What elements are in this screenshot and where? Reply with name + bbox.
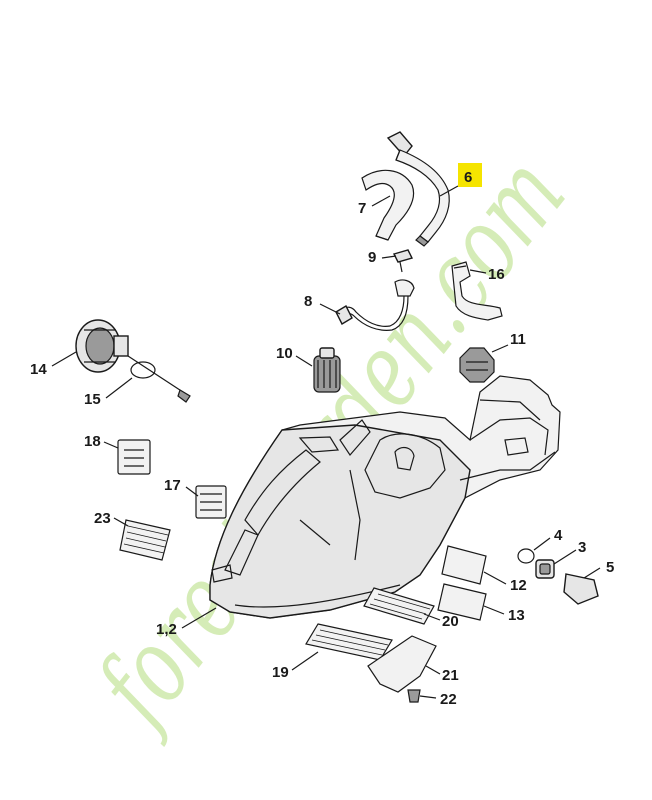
callout-17: 17: [164, 477, 181, 494]
plate-19: [305, 623, 393, 661]
callout-10: 10: [276, 345, 293, 362]
callout-7: 7: [358, 200, 366, 217]
callout-6: 6: [464, 169, 472, 186]
callout-13: 13: [508, 607, 525, 624]
callout-5: 5: [606, 559, 614, 576]
bracket-21: [367, 635, 437, 693]
callout-12: 12: [510, 577, 527, 594]
bracket-16: [451, 261, 503, 321]
callout-8: 8: [304, 293, 312, 310]
oil-hose-15: [127, 355, 191, 403]
fitting-9: [392, 249, 414, 273]
suction-hose-6: [386, 131, 450, 247]
callouts: 6 7 9 16 8 11 10 14 15 18 17 23 4 3 5 12…: [30, 163, 614, 708]
callout-3: 3: [578, 539, 586, 556]
plate-12: [441, 545, 487, 585]
label-17: [195, 485, 227, 519]
callout-14: 14: [30, 361, 47, 378]
callout-6-highlight: [458, 163, 482, 187]
valve-3: [535, 559, 555, 579]
callout-21: 21: [442, 667, 459, 684]
callout-22: 22: [440, 691, 457, 708]
callout-20: 20: [442, 613, 459, 630]
fuel-line-8: [335, 279, 415, 331]
oil-pump-14: [75, 319, 129, 373]
callout-11: 11: [510, 331, 526, 348]
label-18: [117, 439, 151, 475]
fuel-filter-10: [313, 347, 341, 393]
plate-23: [119, 519, 171, 561]
callout-19: 19: [272, 664, 289, 681]
seal-4: [517, 548, 535, 564]
plate-13: [437, 583, 487, 621]
cap-5: [563, 573, 599, 605]
leader-lines: [51, 185, 601, 699]
callout-16: 16: [488, 266, 505, 283]
callout-23: 23: [94, 510, 111, 527]
grommet-11: [459, 347, 495, 383]
plate-20: [363, 587, 435, 625]
main-housing: [209, 375, 561, 619]
callout-15: 15: [84, 391, 101, 408]
callout-4: 4: [554, 527, 563, 544]
callout-1-2: 1,2: [156, 621, 177, 638]
fuel-hose-7: [361, 169, 415, 241]
callout-18: 18: [84, 433, 101, 450]
callout-9: 9: [368, 249, 376, 266]
screw-22: [407, 689, 421, 703]
